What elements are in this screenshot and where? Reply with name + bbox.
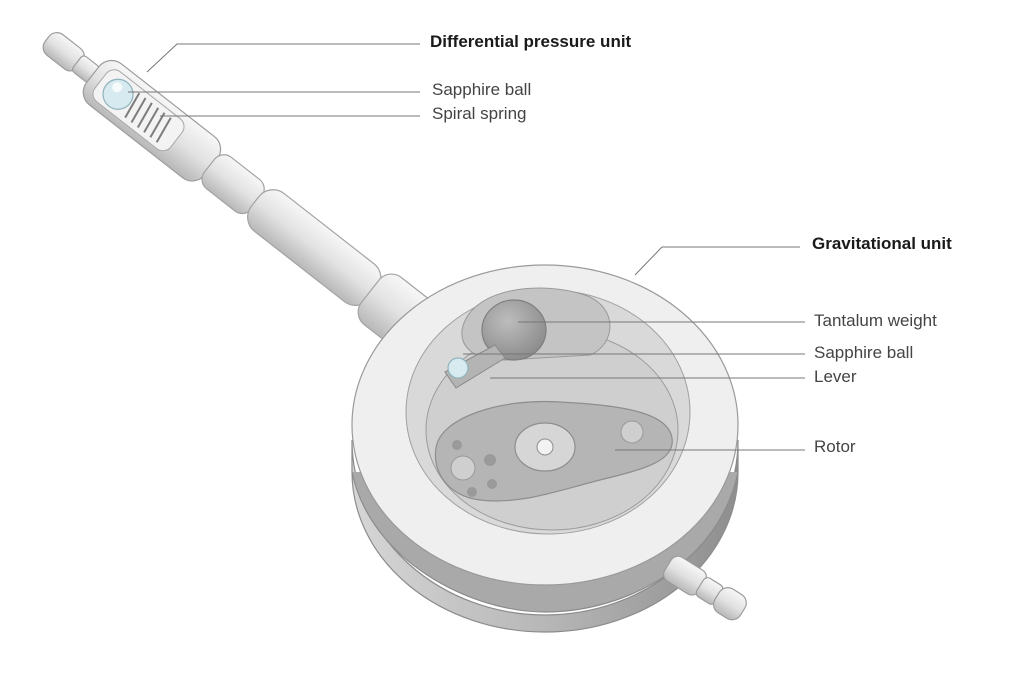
label-lever: Lever [814,367,857,386]
label-differential-pressure-unit: Differential pressure unit [430,32,632,51]
rotor-hole [450,455,476,481]
rotor-hole [452,440,462,450]
rotor-hole [467,487,477,497]
sapphire-ball-lower-shape [447,357,469,379]
rotor-hole [484,454,496,466]
tantalum-weight-shape [481,299,547,361]
label-spiral-spring: Spiral spring [432,104,527,123]
outlet-connector [663,555,747,621]
rotor-hole [487,479,497,489]
label-sapphire-ball-top: Sapphire ball [432,80,532,99]
leader-differential-unit [146,43,420,73]
gravitational-unit [351,264,747,633]
rotor-hole [620,420,644,444]
label-gravitational-unit: Gravitational unit [812,234,952,253]
label-tantalum-weight: Tantalum weight [814,311,937,330]
sapphire-ball-highlight [112,82,123,93]
label-sapphire-ball-lower: Sapphire ball [814,343,914,362]
rotor-hub-hole [536,438,554,456]
leader-lines [128,43,805,451]
leader-gravitational-unit [634,246,800,276]
silicone-tube [247,189,382,306]
spiral-spring-shape [124,92,172,143]
sapphire-ball-top-shape [102,78,134,110]
label-rotor: Rotor [814,437,856,456]
